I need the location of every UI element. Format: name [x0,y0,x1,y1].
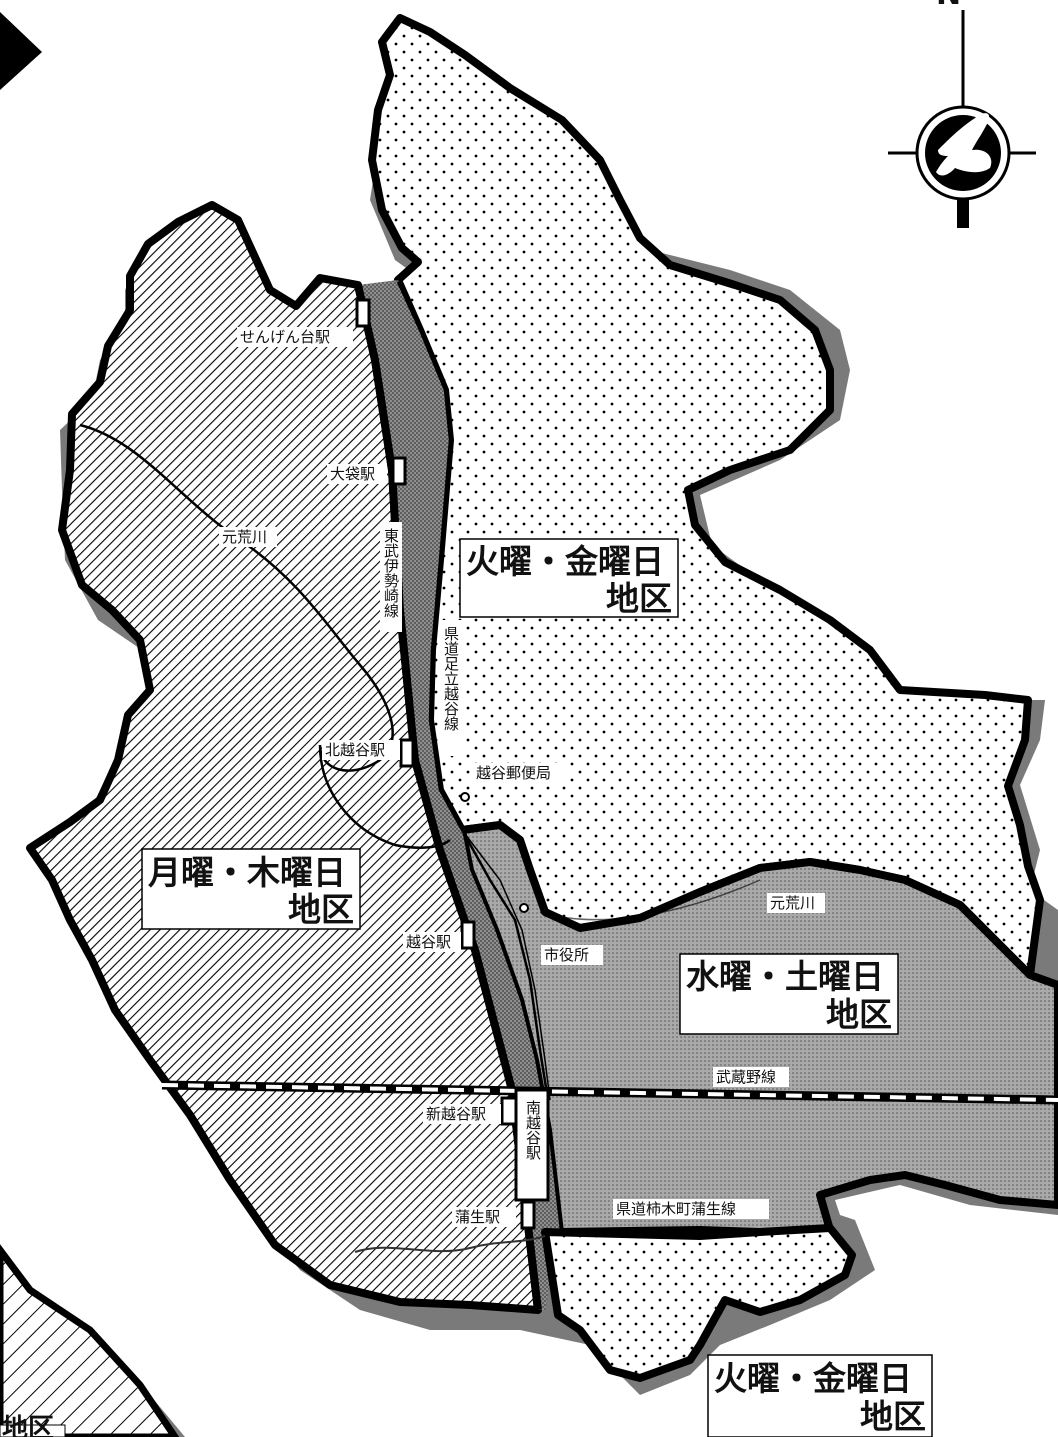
district-label-mon-thu-line1: 月曜・木曜日 [148,853,346,892]
label-musashino-line: 武蔵野線 [716,1068,776,1086]
label-mon-thu: 月曜・木曜日 地区 [141,848,361,930]
label-shinkoshigaya-station: 新越谷駅 [426,1105,486,1123]
district-label-tue-fri-north-line2: 地区 [606,579,672,618]
label-gamo-station: 蒲生駅 [455,1208,500,1226]
label-post-office: 越谷郵便局 [476,764,551,782]
neighbouring-area: 地区 [0,1244,185,1437]
river-and-landmark-labels: 元荒川 元荒川 越谷郵便局 市役所 [219,527,825,965]
station-marker-sengendai [355,298,371,328]
musashino-line [161,1080,1058,1105]
label-kitakoshigaya-station: 北越谷駅 [325,741,385,759]
station-marker-koshigaya [460,920,476,950]
label-motoarakawa-east: 元荒川 [770,894,815,912]
district-label-tue-fri-south-line2: 地区 [860,1397,926,1436]
label-motoarakawa-west: 元荒川 [222,528,267,546]
station-marker-ofukuro [391,456,407,486]
compass-bird-icon [936,113,992,176]
prefectural-road-adachi [396,281,550,1101]
label-koshigaya-station: 越谷駅 [406,933,451,951]
label-sengendai-station: せんげん台駅 [240,328,330,346]
label-prefectural-adachi-road: 県道足立越谷線 [442,626,460,731]
station-marker-gamo [520,1200,536,1230]
district-tue-fri-south [541,1224,856,1382]
station-labels: せんげん台駅 大袋駅 北越谷駅 越谷駅 新越谷駅 蒲生駅 南越谷駅 [237,327,542,1227]
label-ofukuro-station: 大袋駅 [330,465,375,483]
post-office-marker [460,792,470,802]
district-label-mon-thu-line2: 地区 [288,890,354,929]
motoarakawa-river-west [79,423,451,849]
railway-corridor [358,280,560,1310]
district-label-tue-fri-north-line1: 火曜・金曜日 [466,542,664,581]
label-wed-sat: 水曜・土曜日 地区 [679,953,899,1035]
motoarakawa-river-east [539,879,761,921]
direction-arrow-shape [0,12,42,90]
north-letter: N [936,0,961,12]
label-minamikoshigaya-station: 南越谷駅 [524,1100,542,1160]
label-city-hall: 市役所 [544,946,589,964]
district-label-tue-fri-south-line1: 火曜・金曜日 [714,1359,912,1398]
district-label-wed-sat-line2: 地区 [826,995,892,1034]
label-prefectural-kakinoki-road: 県道柿木町蒲生線 [616,1200,736,1218]
edge-district-label: 地区 [2,1414,54,1437]
station-marker-minamikoshigaya [514,1088,550,1202]
label-tobu-isesaki-line: 東武伊勢崎線 [382,528,400,618]
city-hall-marker [519,903,529,913]
compass-rose: N [888,0,1036,228]
station-marker-shinkoshigaya [500,1096,518,1126]
station-marker-kitakoshigaya [399,738,415,768]
label-tue-fri-south: 火曜・金曜日 地区 [707,1354,933,1437]
route-labels: 東武伊勢崎線 県道足立越谷線 武蔵野線 県道柿木町蒲生線 [380,522,789,1219]
label-tue-fri-north: 火曜・金曜日 地区 [459,538,679,618]
district-label-wed-sat-line1: 水曜・土曜日 [686,957,884,996]
